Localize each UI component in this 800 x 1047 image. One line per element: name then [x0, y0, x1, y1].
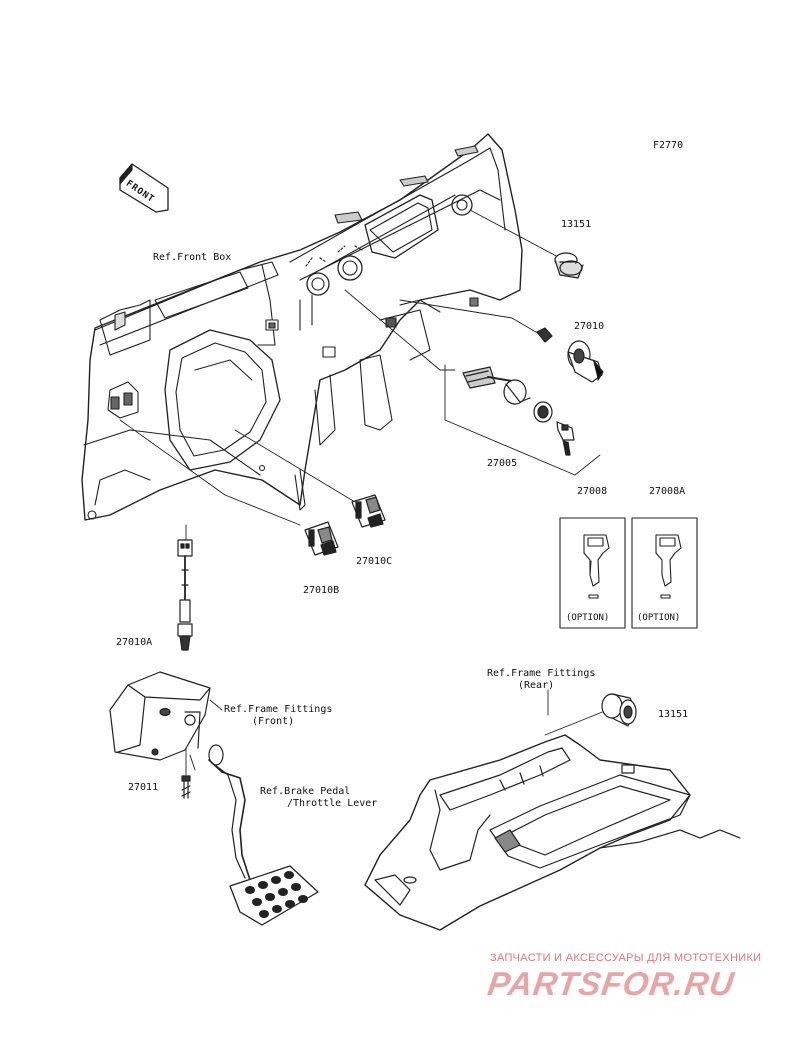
cap-13151-bottom: [601, 693, 637, 727]
option-right-label: (OPTION): [637, 613, 681, 623]
dashboard-panel: [81, 133, 523, 521]
front-arrow-icon: [119, 163, 169, 213]
option-key-cards: [559, 517, 698, 629]
part-27011-label[interactable]: 27011: [128, 782, 159, 793]
rocker-switch-27010B: [304, 521, 339, 556]
cap-13151-top: [554, 252, 584, 279]
frame-bracket-front: [109, 671, 211, 761]
ref-brake-label-1: Ref.Brake Pedal: [260, 786, 351, 797]
part-27008-label[interactable]: 27008: [577, 486, 608, 497]
ref-frame-front-label-1: Ref.Frame Fittings: [224, 704, 333, 715]
socket-27010: [536, 327, 604, 383]
watermark-tagline: ЗАПЧАСТИ И АКСЕССУАРЫ ДЛЯ МОТОТЕХНИКИ: [490, 952, 762, 964]
part-13151-top-label[interactable]: 13151: [561, 219, 592, 230]
brake-pedal: [208, 744, 319, 926]
rocker-switch-27010C: [351, 494, 386, 528]
option-left-label: (OPTION): [566, 613, 610, 623]
part-27010B-label[interactable]: 27010B: [303, 585, 340, 596]
switch-27011: [181, 775, 191, 799]
part-27010C-label[interactable]: 27010C: [356, 556, 393, 567]
figure-code: F2770: [653, 140, 684, 151]
ref-front-box-label: Ref.Front Box: [153, 252, 232, 263]
part-27010-label[interactable]: 27010: [574, 321, 605, 332]
ignition-switch-27005: [462, 366, 575, 456]
watermark-logo: PARTSFOR.RU: [485, 965, 737, 1002]
ref-frame-rear-label-2: (Rear): [518, 680, 555, 691]
part-27005-label[interactable]: 27005: [487, 458, 518, 469]
ref-frame-rear-label-1: Ref.Frame Fittings: [487, 668, 596, 679]
ref-frame-front-label-2: (Front): [252, 716, 295, 727]
ref-brake-label-2: /Throttle Lever: [287, 798, 378, 809]
part-13151-bottom-label[interactable]: 13151: [658, 709, 689, 720]
switch-27010A: [177, 539, 193, 651]
rear-frame-tray: [364, 734, 741, 931]
part-27010A-label[interactable]: 27010A: [116, 637, 153, 648]
part-27008A-label[interactable]: 27008A: [649, 486, 686, 497]
